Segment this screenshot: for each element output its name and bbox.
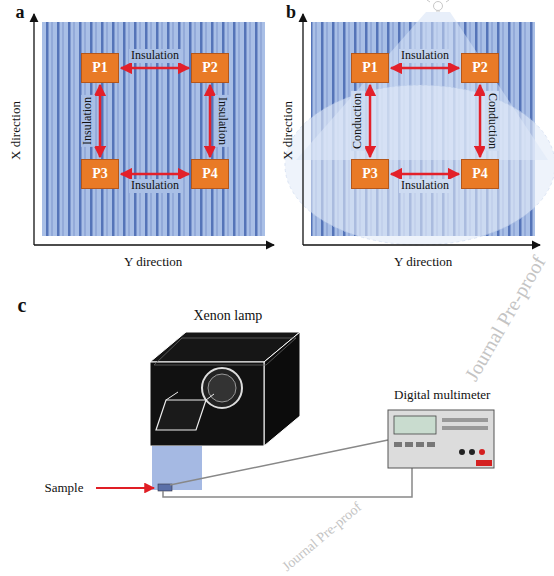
double-arrow — [391, 67, 459, 70]
sample-pointer — [96, 487, 154, 489]
double-arrow — [479, 85, 482, 157]
panel-letter: b — [286, 2, 296, 23]
axis-line — [303, 244, 540, 245]
lamp-icon — [427, 0, 449, 11]
pad-label: P1 — [92, 60, 108, 75]
electrode-pad: P4 — [461, 159, 499, 189]
edge-label: Insulation — [399, 179, 451, 193]
edge-label: Insulation — [129, 49, 181, 63]
part-label: Sample — [45, 481, 84, 496]
digital-multimeter — [388, 410, 494, 468]
device-label: Digital multimeter — [394, 388, 490, 403]
axis-line — [33, 14, 34, 245]
xenon-lamp — [150, 332, 300, 446]
pad-label: P3 — [362, 166, 378, 181]
watermark: Journal Pre-proof — [460, 251, 550, 384]
pad-label: P2 — [202, 60, 218, 75]
double-arrow — [121, 67, 189, 70]
axis-label: Y direction — [124, 255, 182, 270]
device-label: Xenon lamp — [194, 308, 263, 324]
axis-line — [34, 244, 274, 245]
panel-letter: a — [16, 2, 25, 23]
double-arrow — [121, 173, 189, 176]
film-substrate — [42, 22, 265, 236]
electrode-pad: P2 — [461, 53, 499, 83]
panel-letter: c — [18, 294, 27, 317]
axis-line — [302, 14, 303, 245]
illuminated-area — [285, 85, 554, 245]
electrode-pad: P3 — [351, 159, 389, 189]
axis-label: Y direction — [394, 255, 452, 270]
pad-label: P1 — [362, 60, 378, 75]
electrode-pad: P1 — [351, 53, 389, 83]
electrode-pad: P1 — [81, 53, 119, 83]
test-wire — [163, 468, 412, 497]
axis-label: X direction — [8, 101, 23, 160]
double-arrow — [99, 85, 102, 157]
edge-label: Conduction — [485, 91, 499, 151]
pad-label: P4 — [202, 166, 218, 181]
edge-label: Insulation — [215, 95, 229, 147]
double-arrow — [391, 173, 459, 176]
electrode-pad: P4 — [191, 159, 229, 189]
pad-label: P2 — [472, 60, 488, 75]
edge-label: Insulation — [399, 49, 451, 63]
electrode-pad: P3 — [81, 159, 119, 189]
double-arrow — [209, 85, 212, 157]
electrode-pad: P2 — [191, 53, 229, 83]
test-wire — [170, 440, 388, 485]
edge-label: Insulation — [81, 95, 95, 147]
edge-label: Conduction — [351, 91, 365, 151]
axis-label: X direction — [280, 101, 295, 160]
watermark: Journal Pre-proof — [279, 499, 365, 575]
pad-label: P4 — [472, 166, 488, 181]
double-arrow — [369, 85, 372, 157]
sample-piece — [158, 484, 172, 491]
pad-label: P3 — [92, 166, 108, 181]
edge-label: Insulation — [129, 179, 181, 193]
